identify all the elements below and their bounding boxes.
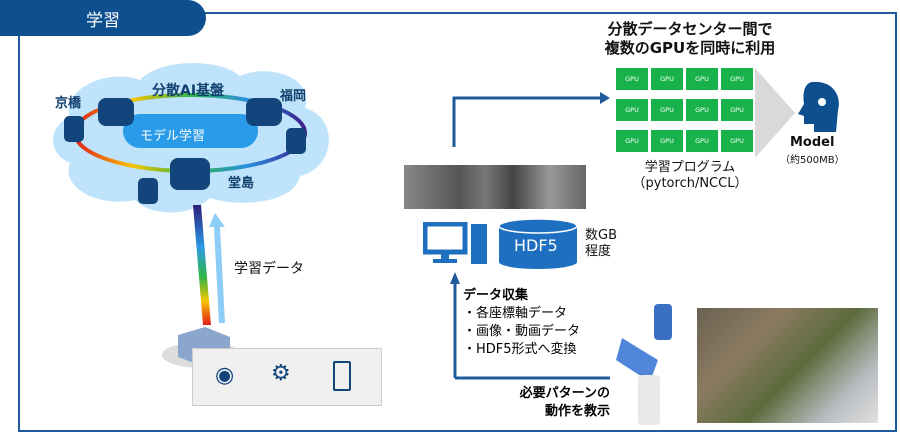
chevron-arrow: [755, 68, 795, 158]
collection-block: データ収集 ・各座標軸データ・画像・動画データ・HDF5形式へ変換: [463, 287, 580, 359]
robot-arm-icon: ⚙: [271, 361, 291, 386]
section-title: 学習: [86, 10, 120, 31]
computer-icon: [423, 222, 487, 264]
gpu-cell: GPU: [721, 130, 753, 152]
bullet: ・: [463, 306, 477, 321]
device-panel: ◉ ⚙: [192, 348, 382, 406]
collection-item-text: 各座標軸データ: [476, 306, 568, 321]
collection-item: ・HDF5形式へ変換: [463, 341, 580, 359]
teach-line2: 動作を教示: [544, 404, 610, 419]
server-icon: [246, 98, 282, 126]
cloud-title: 分散AI基盤: [152, 83, 225, 99]
storage-size-line2: 程度: [585, 244, 612, 259]
site-fukuoka: 福岡: [280, 89, 307, 104]
teach-line1: 必要パターンの: [519, 386, 610, 401]
upload-label: 学習データ: [234, 261, 304, 277]
program-line2: （pytorch/NCCL）: [632, 176, 748, 191]
section-frame: [18, 12, 897, 432]
bullet: ・: [463, 324, 477, 339]
server-icon: [98, 98, 134, 126]
collection-item-text: HDF5形式へ変換: [476, 342, 577, 357]
model-training-label: モデル学習: [140, 129, 206, 144]
storage-size-line1: 数GB: [585, 228, 617, 243]
gpu-cell: GPU: [616, 68, 648, 90]
gpu-cell: GPU: [651, 99, 683, 121]
collection-title: データ収集: [463, 288, 529, 303]
section-tab: 学習: [0, 0, 206, 36]
smartphone-icon: [333, 361, 351, 391]
collection-item-text: 画像・動画データ: [476, 324, 581, 339]
collection-item: ・画像・動画データ: [463, 323, 580, 341]
gpu-cell: GPU: [616, 130, 648, 152]
teaching-photo: [697, 308, 878, 423]
gpu-cell: GPU: [686, 68, 718, 90]
gpu-title-line1: 分散データセンター間で: [607, 20, 773, 38]
gpu-section-title: 分散データセンター間で 複数のGPUを同時に利用: [585, 20, 795, 58]
gpu-cell: GPU: [651, 68, 683, 90]
robot-arm-image: [616, 304, 672, 425]
upload-arrow: [209, 213, 225, 323]
database-icon: [64, 116, 306, 204]
camera-icon: ◉: [215, 363, 235, 388]
site-kyobashi: 京橋: [55, 96, 82, 111]
program-line1: 学習プログラム: [644, 160, 736, 175]
cloud-diagram: [53, 62, 329, 213]
ai-head-icon: [798, 81, 839, 132]
flow-arrow-to-gpu: [452, 92, 610, 147]
model-training-pill: [123, 114, 258, 148]
site-dojima: 堂島: [228, 176, 255, 191]
collection-item: ・各座標軸データ: [463, 305, 580, 323]
flow-arrow-collection: [450, 272, 610, 380]
camera-image-strip: [404, 165, 586, 209]
server-icon: [170, 158, 210, 190]
gpu-cell: GPU: [721, 68, 753, 90]
model-label: Model: [790, 135, 835, 150]
gpu-cell: GPU: [686, 99, 718, 121]
model-size: （約500MB）: [780, 155, 845, 166]
gpu-cell: GPU: [651, 130, 683, 152]
gpu-cell: GPU: [616, 99, 648, 121]
hdf5-label: HDF5: [514, 236, 558, 255]
gpu-cell: GPU: [686, 130, 718, 152]
hdf5-database-icon: [498, 218, 578, 269]
bullet: ・: [463, 342, 477, 357]
data-beam: [193, 205, 225, 325]
gpu-cell: GPU: [721, 99, 753, 121]
gpu-title-line2: 複数のGPUを同時に利用: [604, 39, 776, 57]
